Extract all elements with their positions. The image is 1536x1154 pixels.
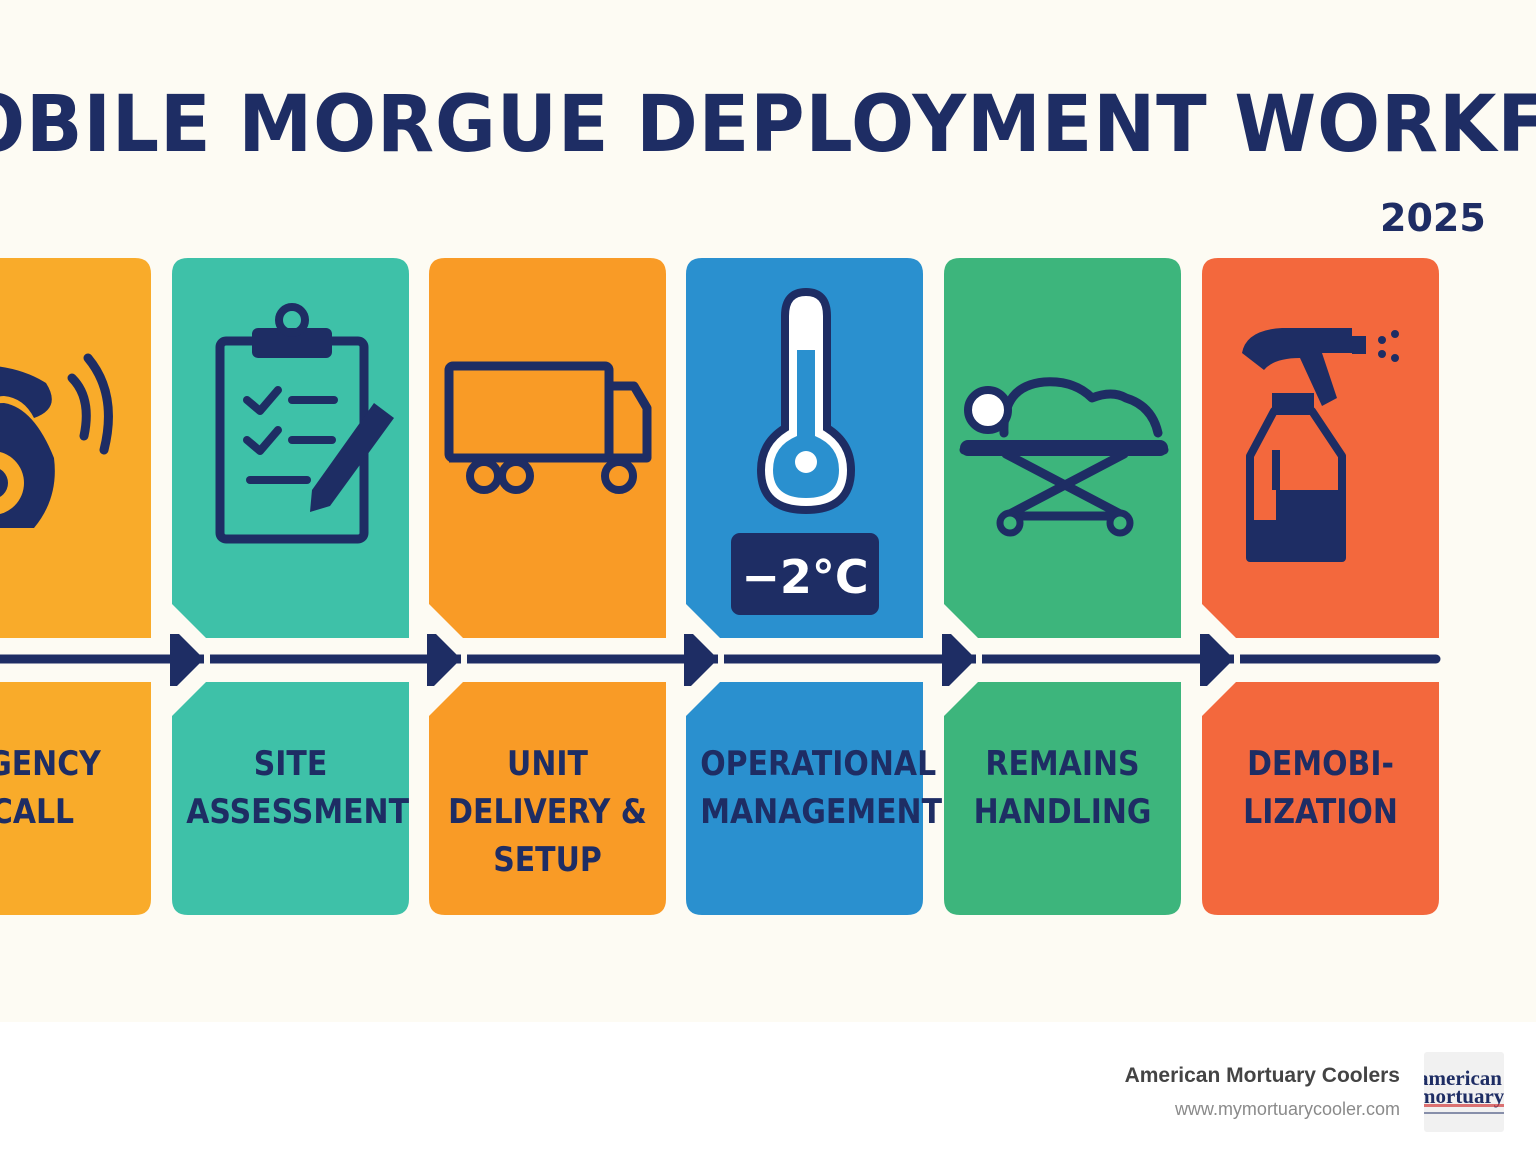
brand-name: American Mortuary Coolers bbox=[1124, 1064, 1400, 1087]
temperature-readout: −2°C bbox=[741, 550, 868, 604]
arrow-1 bbox=[170, 634, 204, 686]
arrow-4 bbox=[942, 634, 976, 686]
step-3-label: UNIT DELIVERY & SETUP bbox=[448, 744, 647, 880]
step-6-icon-card bbox=[1202, 258, 1439, 638]
logo-tagline-mark bbox=[1424, 1104, 1504, 1107]
step-6-label: DEMOBI- LIZATION bbox=[1243, 744, 1398, 832]
step-4-label: OPERATIONAL MANAGEMENT bbox=[700, 744, 943, 832]
step-4-label-card: OPERATIONAL MANAGEMENT bbox=[686, 682, 943, 915]
step-2-icon-card bbox=[172, 258, 409, 638]
step-2-label: SITE ASSESSMENT bbox=[186, 744, 409, 832]
stretcher-icon bbox=[959, 377, 1169, 537]
arrow-2 bbox=[427, 634, 461, 686]
arrow-5 bbox=[1200, 634, 1234, 686]
brand-url[interactable]: www.mymortuarycooler.com bbox=[1174, 1099, 1400, 1119]
logo-line-1: american bbox=[1424, 1066, 1502, 1090]
step-5-label: REMAINS HANDLING bbox=[973, 744, 1152, 832]
workflow-infographic: OBILE MORGUE DEPLOYMENT WORKFLOW 2025 RG… bbox=[0, 80, 1536, 915]
logo-tagline-mark-2 bbox=[1424, 1112, 1504, 1114]
logo-line-2: mortuary bbox=[1424, 1084, 1504, 1108]
thermometer-icon: −2°C bbox=[731, 287, 879, 615]
spray-bottle-icon bbox=[1242, 328, 1399, 562]
truck-icon bbox=[444, 361, 652, 494]
step-1-icon-card bbox=[0, 258, 151, 638]
page-title: OBILE MORGUE DEPLOYMENT WORKFLOW bbox=[0, 80, 1536, 170]
step-3-icon-card bbox=[429, 258, 666, 638]
year-label: 2025 bbox=[1380, 196, 1486, 240]
step-3-label-card: UNIT DELIVERY & SETUP bbox=[429, 682, 666, 915]
card-shape bbox=[0, 258, 151, 638]
clipboard-checklist-icon bbox=[215, 303, 394, 544]
timeline-arrow bbox=[0, 634, 1441, 686]
step-5-label-card: REMAINS HANDLING bbox=[944, 682, 1181, 915]
telephone-icon bbox=[0, 353, 113, 528]
step-1-label: RGENCY CALL bbox=[0, 744, 101, 832]
step-4-icon-card: −2°C bbox=[686, 258, 923, 638]
step-1-label-card: RGENCY CALL bbox=[0, 682, 151, 915]
arrow-3 bbox=[684, 634, 718, 686]
brand-logo: american mortuary bbox=[1424, 1052, 1504, 1132]
step-2-label-card: SITE ASSESSMENT bbox=[172, 682, 409, 915]
footer bbox=[0, 1022, 1536, 1154]
step-5-icon-card bbox=[944, 258, 1181, 638]
step-6-label-card: DEMOBI- LIZATION bbox=[1202, 682, 1439, 915]
